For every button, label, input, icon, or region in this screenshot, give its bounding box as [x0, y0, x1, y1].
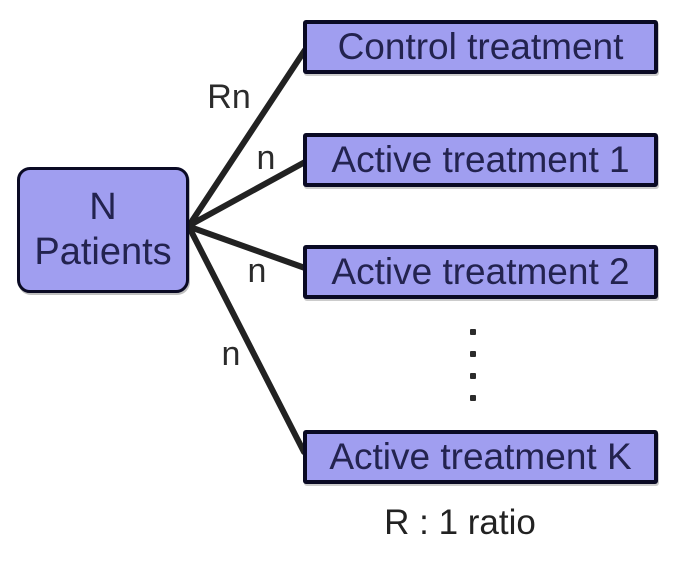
active-treatment-1-box: Active treatment 1 [303, 133, 658, 187]
edge-label-active-k-allocation: n [221, 335, 241, 373]
ellipsis-dot [470, 329, 476, 335]
connector-active-treatment-k [187, 226, 307, 455]
active-treatment-k-box: Active treatment K [303, 430, 658, 484]
ellipsis-dot [470, 351, 476, 357]
vertical-ellipsis [470, 329, 476, 401]
edge-label-active-1-allocation: n [256, 139, 276, 177]
ratio-caption: R : 1 ratio [384, 503, 536, 542]
edge-label-active-2-allocation: n [247, 252, 267, 290]
connector-active-treatment-1 [187, 159, 308, 228]
ellipsis-dot [470, 373, 476, 379]
control-treatment-box: Control treatment [303, 20, 658, 74]
connector-control-treatment [187, 47, 308, 227]
patients-box-line-1: N [89, 186, 117, 229]
patients-box: N Patients [17, 167, 189, 293]
active-treatment-2-box: Active treatment 2 [303, 245, 658, 299]
ellipsis-dot [470, 395, 476, 401]
edge-label-control-allocation: Rn [207, 78, 251, 116]
patients-box-line-2: Patients [34, 231, 172, 273]
connector-active-treatment-2 [187, 224, 308, 271]
